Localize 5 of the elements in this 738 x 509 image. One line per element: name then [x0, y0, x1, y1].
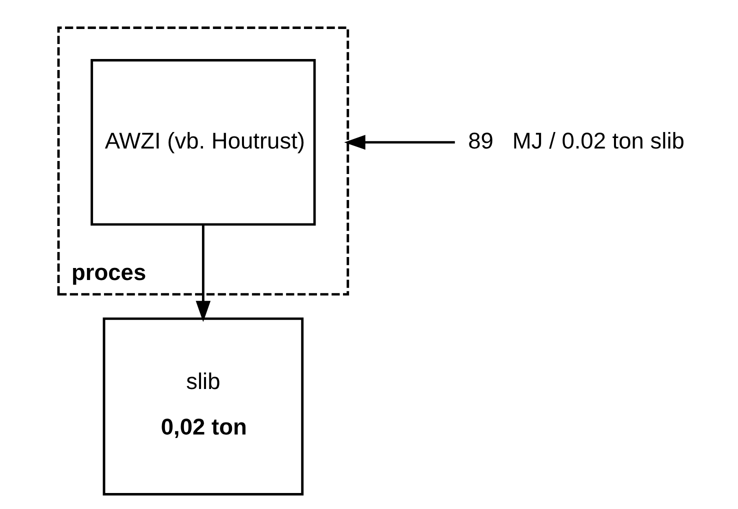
node-box: slib 0,02 ton: [102, 317, 304, 496]
arrow: [344, 134, 455, 150]
node-box: AWZI (vb. Houtrust): [90, 59, 316, 226]
node-text: 89 MJ / 0.02 ton slib: [468, 127, 684, 154]
arrow: [196, 225, 211, 322]
